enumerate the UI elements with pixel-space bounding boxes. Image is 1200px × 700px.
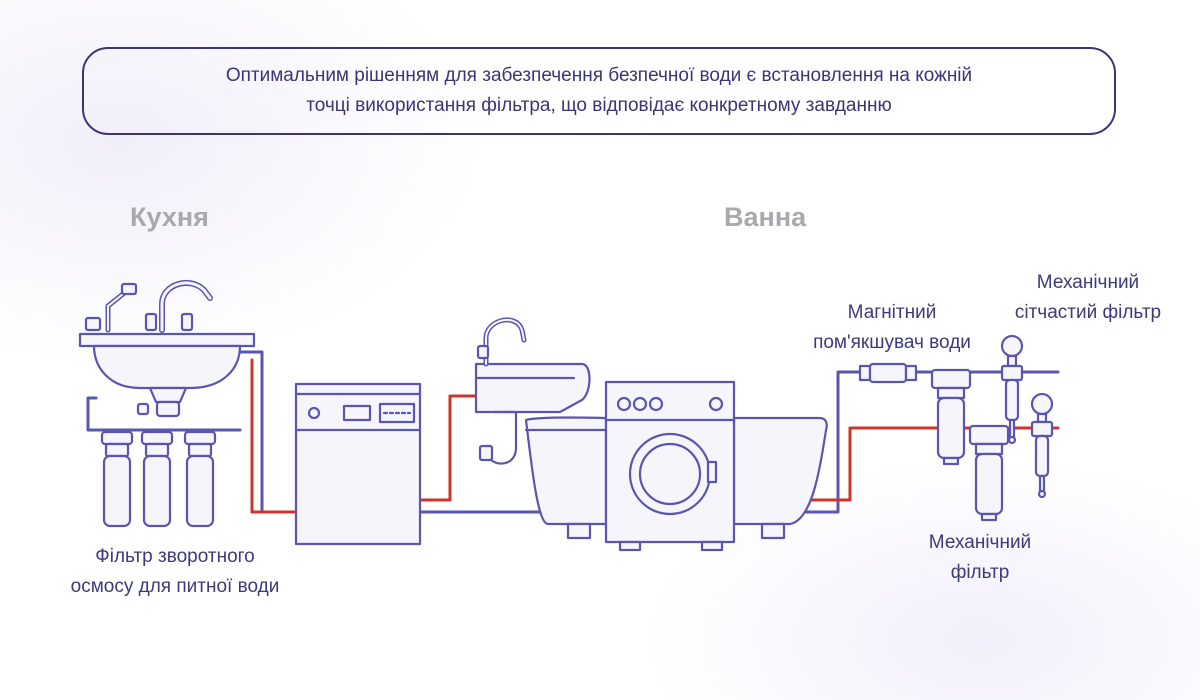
mesh-filter-cold (1000, 334, 1024, 445)
magnetic-softener-label-line-2: пом'якшувач води (813, 332, 971, 353)
kitchen-sink (78, 332, 256, 418)
kitchen-title: Кухня (130, 202, 209, 232)
bathtub (524, 416, 828, 540)
mechanical-filter-cold (930, 368, 972, 466)
ro-filters (100, 430, 217, 528)
ro-filter-label: Фільтр зворотного осмосу для питної води (30, 542, 320, 602)
washing-machine (604, 380, 736, 552)
bathroom-title: Ванна (724, 202, 807, 232)
ro-filter-label-line-1: Фільтр зворотного (95, 546, 255, 567)
mechanical-filter-label-line-2: фільтр (950, 562, 1010, 583)
mesh-filter-label-line-1: Механічний (1036, 272, 1140, 293)
magnetic-softener (858, 362, 918, 384)
banner-line-1: Оптимальним рішенням для забезпечення бе… (225, 65, 973, 86)
bathroom-sink (474, 317, 591, 465)
magnetic-softener-label: Магнітний пом'якшувач води (784, 298, 1000, 358)
magnetic-softener-label-line-1: Магнітний (847, 302, 937, 323)
mechanical-filter-label: Механічний фільтр (900, 528, 1060, 588)
mechanical-filter-label-line-1: Механічний (928, 532, 1032, 553)
mesh-filter-hot (1030, 392, 1054, 499)
banner-line-2: точці використання фільтра, що відповіда… (306, 95, 892, 116)
dishwasher (294, 382, 422, 546)
mesh-filter-label: Механічний сітчастий фільтр (990, 268, 1186, 328)
info-banner: Оптимальним рішенням для забезпечення бе… (82, 47, 1116, 135)
mesh-filter-label-line-2: сітчастий фільтр (1014, 302, 1162, 323)
ro-filter-label-line-2: осмосу для питної води (70, 576, 280, 597)
mechanical-filter-hot (968, 424, 1010, 522)
kitchen-faucet (84, 279, 213, 333)
